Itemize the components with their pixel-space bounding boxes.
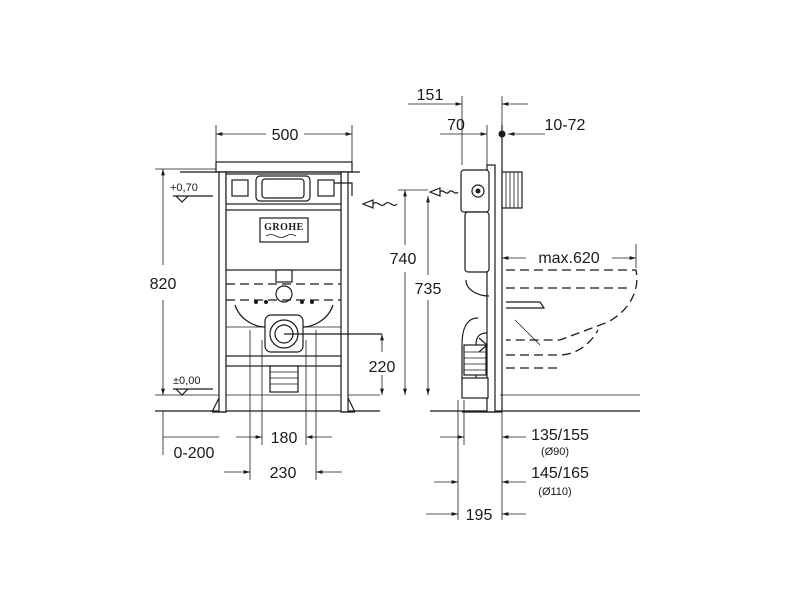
dim-135-sub-label: (Ø90): [541, 446, 569, 458]
dim-151-label: 151: [417, 87, 444, 104]
dim-195-label: 195: [466, 507, 493, 524]
dim-735-label: 735: [415, 281, 442, 298]
waste-pipe-rings: [270, 371, 298, 385]
side-waste-rings: [464, 351, 486, 371]
dim-10-72-label: 10-72: [545, 117, 586, 134]
bowl-inner-curve: [514, 319, 541, 346]
side-inlet-dot: [475, 188, 481, 194]
dim-10-72-dot: [498, 130, 506, 138]
dim-180-label: 180: [271, 430, 298, 447]
waste-pipe: [269, 365, 299, 393]
bracket-curve-right: [302, 304, 334, 328]
bowl-outline-bottom: [506, 329, 599, 356]
dim-135-label: 135/155: [531, 427, 589, 444]
frame-left-leg: [218, 171, 227, 413]
dim-500-label: 500: [272, 127, 299, 144]
dim-620-label: max.620: [538, 250, 599, 267]
lower-crossbar: [225, 355, 342, 367]
frame-crossbar: [226, 283, 341, 301]
left-foot: [211, 397, 226, 413]
side-flow-chevron: [478, 337, 488, 353]
flush-pipe-joint: [275, 285, 293, 303]
dim-70-label: 70: [447, 117, 465, 134]
level-top-label: +0,70: [170, 182, 198, 194]
side-cistern-bottom: [465, 279, 490, 297]
frame-top-rail: [215, 161, 353, 173]
dim-820-label: 820: [150, 276, 177, 293]
level-marker-icon: [173, 388, 213, 396]
brand-plate: [259, 217, 309, 243]
right-foot: [341, 397, 356, 413]
level-floor-label: ±0,00: [173, 375, 200, 387]
water-inlet-arrow-icon: [361, 199, 398, 209]
left-bracket: [231, 179, 249, 197]
dim-740-label: 740: [390, 251, 417, 268]
brand-wave: [265, 234, 297, 238]
mount-holes: [254, 300, 314, 304]
wall-anchor-block: [501, 171, 523, 209]
dim-220-label: 220: [369, 359, 396, 376]
side-cistern-body: [464, 211, 490, 273]
side-waste-pipe: [463, 344, 487, 376]
front-view: GROHE 500: [150, 125, 398, 482]
frame-right-leg: [340, 171, 349, 413]
inlet-pipe: [334, 182, 353, 196]
flush-pipe-top: [275, 269, 293, 283]
dim-230-label: 230: [270, 465, 297, 482]
bowl-outline-top: [506, 269, 638, 341]
dim-0-200-label: 0-200: [174, 445, 215, 462]
dim-145-sub-label: (Ø110): [538, 486, 571, 498]
bowl-mount-bolt: [506, 301, 546, 309]
side-waste-foot: [461, 377, 489, 399]
flush-plate-inner: [261, 178, 305, 199]
dim-145-label: 145/165: [531, 465, 589, 482]
side-view: 151 70 10-72 740 735 max.620 135/155 (Ø9…: [390, 87, 640, 524]
right-bracket: [317, 179, 335, 197]
water-inlet-arrow-icon: [428, 187, 459, 197]
level-marker-icon: [173, 195, 213, 203]
wall-anchor-thread: [505, 172, 519, 208]
bracket-curve-left: [234, 304, 266, 328]
brand-logo: GROHE: [264, 222, 304, 233]
